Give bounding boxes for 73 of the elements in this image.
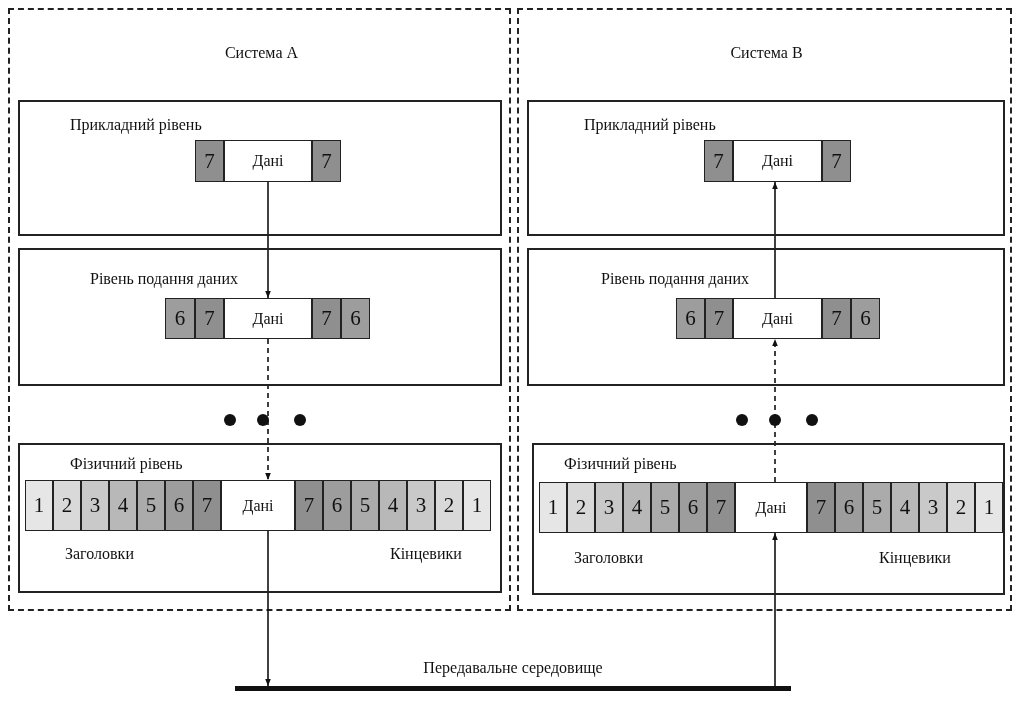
arrow [265,530,271,687]
layer-box [527,248,1005,386]
header-field: 7 [705,298,733,339]
header-field: 6 [341,298,370,339]
arrow [772,181,778,299]
header-field: 1 [463,480,491,531]
header-field: 7 [822,298,851,339]
header-field: 6 [323,480,351,531]
layer-box [18,443,502,593]
trailers-label: Кінцевики [390,545,462,563]
header-field: 6 [679,482,707,533]
header-field: 7 [312,298,341,339]
data-field: Дані [224,298,312,339]
header-field: 7 [193,480,221,531]
data-field: Дані [224,140,312,182]
header-field: 1 [25,480,53,531]
header-field: 7 [822,140,851,182]
header-field: 1 [975,482,1003,533]
header-field: 7 [195,140,224,182]
header-field: 3 [407,480,435,531]
header-field: 5 [351,480,379,531]
layer-box [18,248,502,386]
layer-box [527,100,1005,236]
header-field: 4 [891,482,919,533]
header-field: 5 [863,482,891,533]
data-field: Дані [735,482,807,533]
layer-title: Фізичний рівень [564,455,677,473]
header-field: 6 [835,482,863,533]
arrow [772,532,778,687]
arrow [265,338,271,481]
medium-label: Передавальне середовище [422,659,604,677]
header-field: 6 [676,298,705,339]
arrow [772,338,778,483]
header-field: 7 [707,482,735,533]
system-boundary [8,8,511,611]
header-field: 2 [435,480,463,531]
header-field: 7 [704,140,733,182]
layer-title: Фізичний рівень [70,455,183,473]
header-field: 3 [919,482,947,533]
header-field: 1 [539,482,567,533]
header-field: 4 [379,480,407,531]
layer-box [532,443,1005,595]
header-field: 2 [947,482,975,533]
layer-title: Рівень подання даних [601,270,749,288]
header-field: 7 [295,480,323,531]
layer-box [18,100,502,236]
header-field: 2 [567,482,595,533]
header-field: 6 [165,298,195,339]
header-field: 6 [165,480,193,531]
headers-label: Заголовки [574,549,643,567]
data-field: Дані [221,480,295,531]
header-field: 7 [807,482,835,533]
header-field: 3 [595,482,623,533]
layer-title: Прикладний рівень [70,116,202,134]
data-field: Дані [733,298,822,339]
data-field: Дані [733,140,822,182]
header-field: 7 [195,298,224,339]
header-field: 4 [623,482,651,533]
layer-title: Прикладний рівень [584,116,716,134]
header-field: 6 [851,298,880,339]
header-field: 5 [651,482,679,533]
header-field: 2 [53,480,81,531]
header-field: 3 [81,480,109,531]
header-field: 7 [312,140,341,182]
header-field: 5 [137,480,165,531]
layer-title: Рівень подання даних [90,270,238,288]
arrow [265,181,271,299]
system-title: Система В [729,44,804,62]
system-boundary [517,8,1012,611]
header-field: 4 [109,480,137,531]
trailers-label: Кінцевики [879,549,951,567]
system-title: Система А [223,44,300,62]
headers-label: Заголовки [65,545,134,563]
